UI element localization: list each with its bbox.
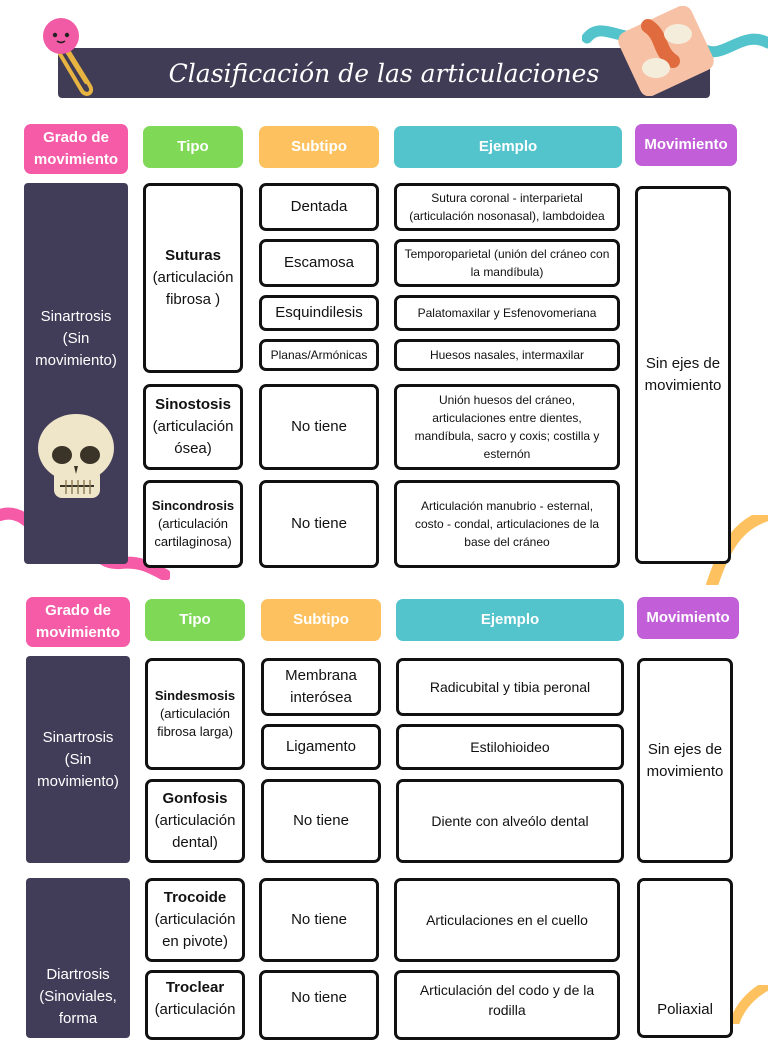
- subtipo-membrana: Membrana interósea: [261, 658, 381, 716]
- page-title: Clasificación de las articulaciones: [58, 48, 710, 98]
- tipo-suturas-sub: (articulación fibrosa ): [152, 269, 234, 308]
- tipo-trocoide-name: Trocoide: [163, 889, 227, 906]
- header-movimiento: Movimiento: [635, 124, 737, 166]
- ejemplo-sincondrosis: Articulación manubrio - esternal, costo …: [394, 480, 620, 568]
- ejemplo-planas: Huesos nasales, intermaxilar: [394, 339, 620, 371]
- tipo-sinostosis-sub: (articulación ósea): [152, 418, 234, 457]
- movimiento-2: Sin ejes de movimiento: [637, 658, 733, 863]
- subtipo-trocoide: No tiene: [259, 878, 379, 962]
- tipo-trocoide: Trocoide (articulación en pivote): [145, 878, 245, 962]
- tipo-sindesmosis-name: Sindesmosis: [154, 688, 236, 703]
- ejemplo-dentada: Sutura coronal - interparietal (articula…: [394, 183, 620, 231]
- movimiento-1: Sin ejes de movimiento: [635, 186, 731, 564]
- header-subtipo: Subtipo: [259, 126, 379, 168]
- ejemplo-esquindilesis: Palatomaxilar y Esfenovomeriana: [394, 295, 620, 331]
- ejemplo-troclear: Articulación del codo y de la rodilla: [394, 970, 620, 1040]
- subtipo-planas: Planas/Armónicas: [259, 339, 379, 371]
- tipo-troclear: Troclear (articulación: [145, 970, 245, 1040]
- subtipo-esquindilesis: Esquindilesis: [259, 295, 379, 331]
- tipo-sindesmosis: Sindesmosis (articulación fibrosa larga): [145, 658, 245, 770]
- subtipo-ligamento: Ligamento: [261, 724, 381, 770]
- movimiento-3: Poliaxial: [637, 878, 733, 1038]
- tipo-gonfosis-sub: (articulación dental): [154, 812, 236, 851]
- yellow-ribbon-bottom-decoration: [729, 985, 768, 1024]
- ejemplo-diente: Diente con alveólo dental: [396, 779, 624, 863]
- tipo-troclear-name: Troclear: [165, 979, 225, 996]
- subtipo-sinostosis: No tiene: [259, 384, 379, 470]
- tipo-sincondrosis-sub: (articulación cartilaginosa): [154, 516, 232, 549]
- header-tipo-2: Tipo: [145, 599, 245, 641]
- tipo-sinostosis-name: Sinostosis: [155, 396, 231, 413]
- ejemplo-trocoide: Articulaciones en el cuello: [394, 878, 620, 962]
- header-ejemplo-2: Ejemplo: [396, 599, 624, 641]
- tipo-suturas-name: Suturas: [165, 247, 221, 264]
- header-grado: Grado de movimiento: [24, 124, 128, 174]
- tipo-sincondrosis-name: Sincondrosis: [151, 498, 235, 513]
- header-subtipo-2: Subtipo: [261, 599, 381, 641]
- ejemplo-radicubital: Radicubital y tibia peronal: [396, 658, 624, 716]
- ejemplo-estilohioideo: Estilohioideo: [396, 724, 624, 770]
- subtipo-sincondrosis: No tiene: [259, 480, 379, 568]
- subtipo-dentada: Dentada: [259, 183, 379, 231]
- tipo-sindesmosis-sub: (articulación fibrosa larga): [157, 706, 233, 739]
- header-movimiento-2: Movimiento: [637, 597, 739, 639]
- grado-sinartrosis-2: Sinartrosis (Sin movimiento): [26, 656, 130, 863]
- header-grado-2: Grado de movimiento: [26, 597, 130, 647]
- grado-diartrosis: Diartrosis (Sinoviales, forma: [26, 878, 130, 1038]
- tipo-sincondrosis: Sincondrosis (articulación cartilaginosa…: [143, 480, 243, 568]
- tipo-troclear-sub: (articulación: [154, 1001, 236, 1018]
- tipo-sinostosis: Sinostosis (articulación ósea): [143, 384, 243, 470]
- tipo-gonfosis: Gonfosis (articulación dental): [145, 779, 245, 863]
- ejemplo-sinostosis: Unión huesos del cráneo, articulaciones …: [394, 384, 620, 470]
- header-tipo: Tipo: [143, 126, 243, 168]
- header-ejemplo: Ejemplo: [394, 126, 622, 168]
- subtipo-gonfosis: No tiene: [261, 779, 381, 863]
- tipo-trocoide-sub: (articulación en pivote): [154, 911, 236, 950]
- subtipo-escamosa: Escamosa: [259, 239, 379, 287]
- tipo-suturas: Suturas (articulación fibrosa ): [143, 183, 243, 373]
- grado-sinartrosis-1: Sinartrosis (Sin movimiento): [24, 183, 128, 564]
- tipo-gonfosis-name: Gonfosis: [162, 790, 228, 807]
- subtipo-troclear: No tiene: [259, 970, 379, 1040]
- ejemplo-escamosa: Temporoparietal (unión del cráneo con la…: [394, 239, 620, 287]
